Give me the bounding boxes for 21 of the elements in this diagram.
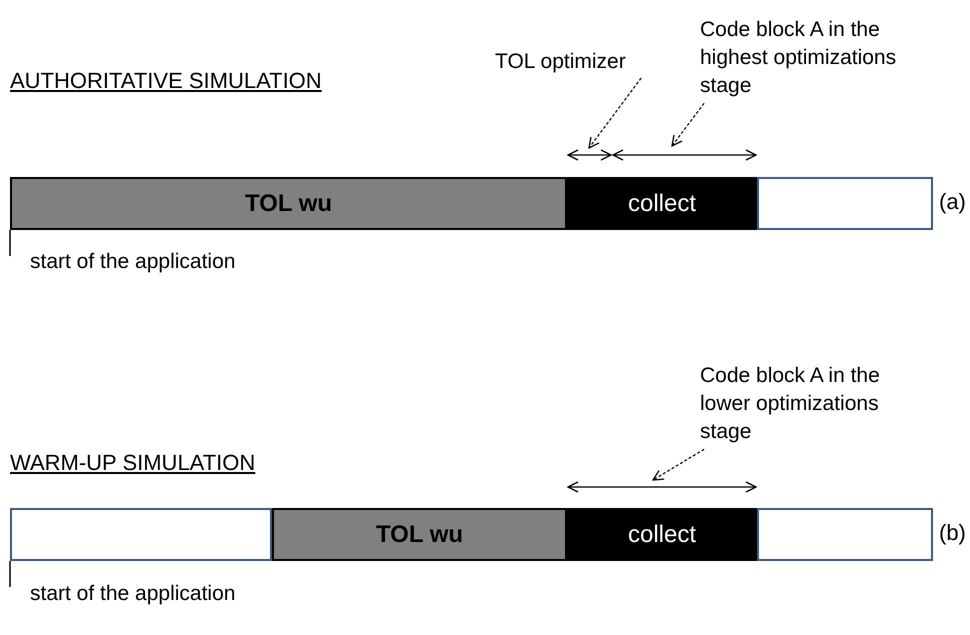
timeline-segment <box>10 177 567 230</box>
timeline-segment <box>567 177 757 230</box>
leader-line <box>671 102 705 147</box>
segment-label: TOL wu <box>376 520 464 548</box>
panel-label: (a) <box>939 189 966 215</box>
section-heading: AUTHORITATIVE SIMULATION <box>10 68 322 94</box>
timeline-segment <box>567 508 757 561</box>
timeline-segment <box>10 508 272 561</box>
panel-label: (b) <box>939 520 966 546</box>
annotation-text: TOL optimizer <box>495 49 626 75</box>
timeline-caption: start of the application <box>30 582 236 606</box>
leader-line <box>588 78 642 149</box>
segment-label: collect <box>628 520 696 548</box>
timeline-caption: start of the application <box>30 250 236 274</box>
segment-label: TOL wu <box>244 190 332 218</box>
annotation-text: Code block A in the lower optimizations stage <box>700 363 881 445</box>
section-heading: WARM-UP SIMULATION <box>10 450 256 476</box>
timeline-segment <box>272 508 567 561</box>
annotation-text: Code block A in the highest optimizations stage <box>700 17 898 99</box>
segment-label: collect <box>628 190 696 218</box>
leader-line <box>652 448 704 481</box>
